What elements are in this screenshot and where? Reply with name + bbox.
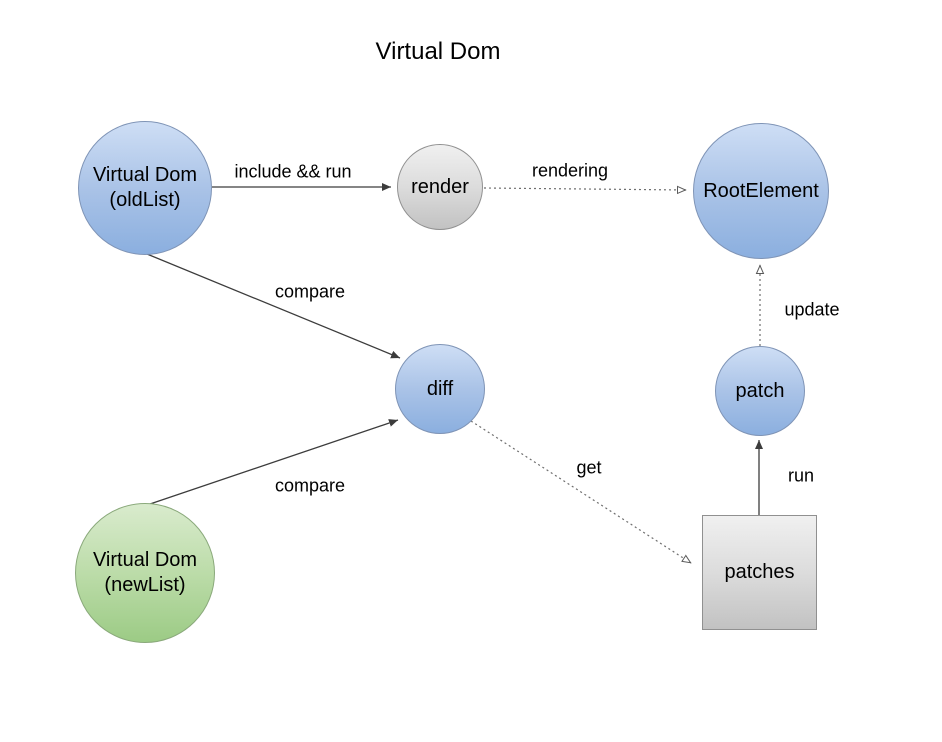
edge-label-include-run: include && run (234, 161, 352, 182)
node-label-line: render (411, 175, 469, 198)
edge-label-compare-old: compare (274, 281, 346, 302)
node-label-line: Virtual Dom (92, 549, 198, 571)
edge-label-compare-new: compare (274, 475, 346, 496)
edge-label-run: run (787, 465, 815, 486)
node-sublabel-line: (oldList) (109, 189, 181, 211)
node-virtual-dom-oldlist-label: Virtual Dom (oldList) (93, 163, 197, 213)
node-patch: patch (715, 346, 805, 436)
edge-label-get: get (576, 457, 602, 478)
node-diff: diff (395, 344, 485, 434)
edge-diff-to-patches (470, 420, 692, 564)
node-virtual-dom-oldlist: Virtual Dom (oldList) (78, 121, 212, 255)
node-patch-label: patch (736, 379, 785, 404)
node-patches: patches (702, 515, 817, 630)
node-label-line: patches (724, 561, 795, 583)
diagram-title: Virtual Dom (375, 38, 501, 65)
node-rootelement: RootElement (693, 123, 829, 259)
node-sublabel-line: (newList) (104, 574, 186, 596)
node-label-line: diff (426, 377, 454, 400)
node-patches-label: patches (724, 560, 794, 585)
edge-newlist-to-diff (149, 419, 399, 505)
node-virtual-dom-newlist-label: Virtual Dom (newList) (93, 548, 197, 598)
edge-oldlist-to-diff (146, 253, 401, 359)
node-label-line: RootElement (703, 179, 819, 202)
node-virtual-dom-newlist: Virtual Dom (newList) (75, 503, 215, 643)
edge-label-update: update (784, 299, 840, 320)
node-render-label: render (411, 175, 469, 200)
node-diff-label: diff (427, 377, 453, 402)
edge-render-to-rootelement (483, 185, 687, 195)
node-render: render (397, 144, 483, 230)
node-label-line: Virtual Dom (92, 164, 198, 186)
node-label-line: patch (735, 379, 785, 402)
node-rootelement-label: RootElement (703, 179, 819, 204)
edge-label-rendering: rendering (531, 160, 609, 181)
